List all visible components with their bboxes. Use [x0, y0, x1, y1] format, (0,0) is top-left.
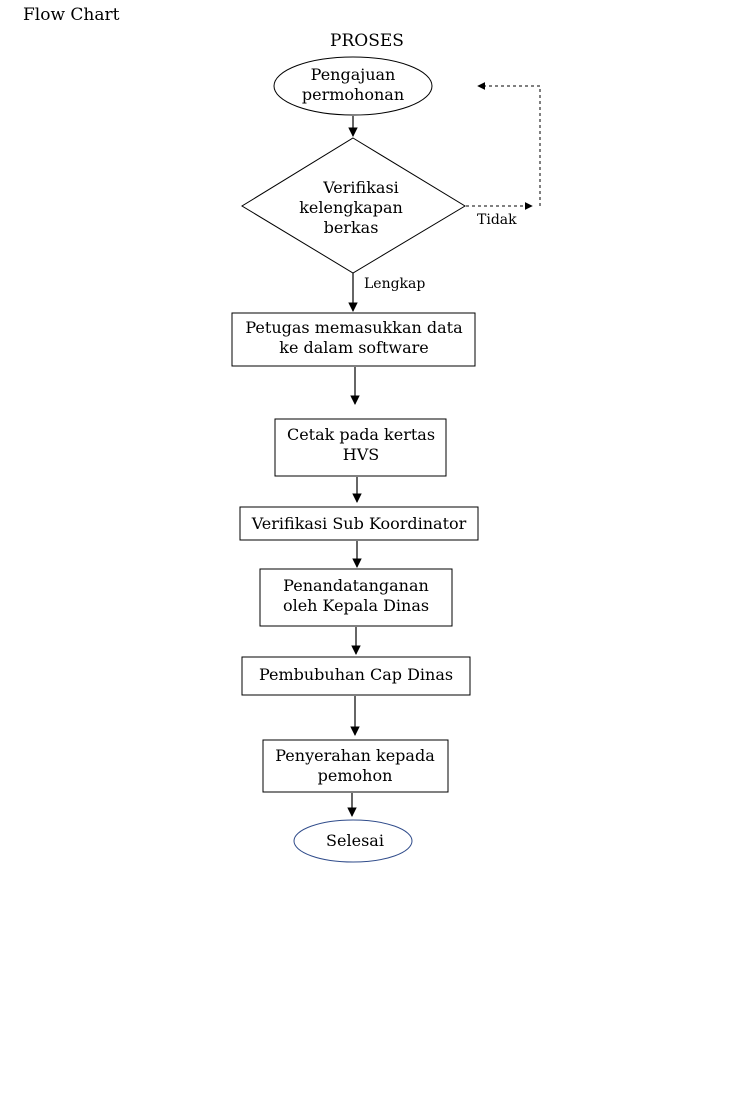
sign-line1: Penandatanganan [283, 576, 429, 595]
decision-label-line1: Verifikasi [323, 178, 399, 197]
sub-verify-line1: Verifikasi Sub Koordinator [251, 514, 467, 533]
print-line2: HVS [342, 445, 380, 464]
sign-box [259, 568, 453, 627]
stamp-line1: Pembubuhan Cap Dinas [258, 665, 454, 684]
section-label: PROSES [330, 31, 404, 51]
input-data-line1: Petugas memasukkan data [245, 318, 463, 337]
start-ellipse [273, 56, 433, 116]
start-label-line2: permohonan [301, 85, 405, 104]
end-label: Selesai [326, 831, 384, 850]
page-title: Flow Chart [23, 5, 120, 25]
print-line1: Cetak pada kertas [286, 425, 436, 444]
handover-line2: pemohon [317, 766, 393, 785]
sub-verify-box [239, 506, 479, 541]
start-label-line1: Pengajuan [310, 65, 396, 84]
sign-line2: oleh Kepala Dinas [282, 596, 430, 615]
stamp-box [241, 656, 471, 696]
handover-box [262, 739, 449, 793]
edge-label-tidak: Tidak [477, 212, 517, 228]
edge-label-lengkap: Lengkap [364, 276, 426, 292]
print-box [274, 418, 447, 477]
input-data-line2: ke dalam software [279, 338, 429, 357]
decision-label-line3: berkas [323, 218, 379, 237]
decision-label-line2: kelengkapan [299, 198, 403, 217]
input-data-box [231, 312, 476, 367]
end-ellipse [293, 819, 413, 863]
handover-line1: Penyerahan kepada [275, 746, 435, 765]
